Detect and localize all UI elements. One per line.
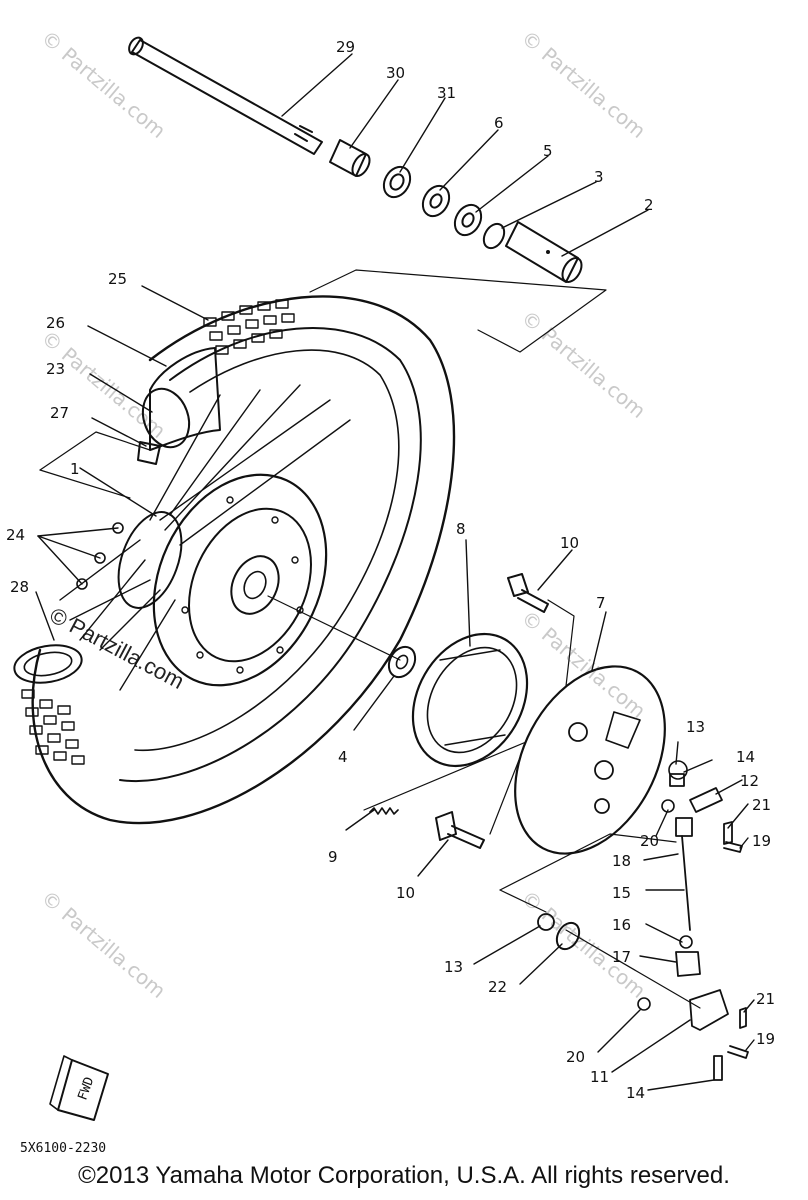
camshaft-part (435, 811, 485, 849)
callout-1: 1 (70, 460, 80, 478)
callout-9: 9 (328, 848, 338, 866)
callout-3: 3 (594, 168, 604, 186)
callout-31: 31 (437, 84, 456, 102)
callout-10: 10 (396, 884, 415, 902)
brake-panel-part (514, 665, 666, 855)
fwd-symbol: FWD (49, 1055, 109, 1121)
callout-13: 13 (444, 958, 463, 976)
callout-15: 15 (612, 884, 631, 902)
callout-28: 28 (10, 578, 29, 596)
wheel-assembly (13, 295, 456, 825)
leader-lines (35, 53, 755, 1091)
callout-5: 5 (543, 142, 553, 160)
axle-part (128, 36, 323, 155)
callout-4: 4 (338, 748, 348, 766)
callout-20: 20 (566, 1048, 585, 1066)
watermark-prominent: © Partzilla.com (46, 602, 189, 694)
callout-2: 2 (644, 196, 654, 214)
spacer-hole (546, 250, 550, 254)
callout-17: 17 (612, 948, 631, 966)
callout-30: 30 (386, 64, 405, 82)
watermark: © Partzilla.com (517, 605, 651, 723)
spacer-part (505, 221, 583, 283)
bearing-part (453, 203, 483, 237)
watermark: © Partzilla.com (37, 25, 171, 143)
callout-22: 22 (488, 978, 507, 996)
bearing-part (387, 645, 417, 679)
callout-6: 6 (494, 114, 504, 132)
callout-24: 24 (6, 526, 25, 544)
watermark: © Partzilla.com (517, 25, 651, 143)
spacer-flange-part (482, 222, 506, 250)
callout-14: 14 (626, 1084, 645, 1102)
bearing-part (421, 184, 451, 218)
callout-25: 25 (108, 270, 127, 288)
washer-part (537, 913, 555, 931)
copyright-notice: ©2013 Yamaha Motor Corporation, U.S.A. A… (78, 1162, 730, 1189)
oil-seal-part (382, 165, 412, 199)
brake-shoe-part (411, 632, 529, 768)
reference-code: 5X6100-2230 (20, 1141, 106, 1156)
spokes (59, 384, 351, 691)
callout-20: 20 (640, 832, 659, 850)
watermark: © Partzilla.com (37, 885, 171, 1003)
callout-27: 27 (50, 404, 69, 422)
camshaft-part (507, 573, 549, 613)
wheel-hub (117, 473, 328, 687)
tire-tread (203, 299, 295, 355)
callout-13: 13 (686, 718, 705, 736)
watermark: © Partzilla.com (517, 305, 651, 423)
callout-18: 18 (612, 852, 631, 870)
callout-11: 11 (590, 1068, 609, 1086)
watermarks: © Partzilla.com © Partzilla.com © Partzi… (37, 25, 651, 1003)
callout-12: 12 (740, 772, 759, 790)
callout-29: 29 (336, 38, 355, 56)
fwd-label: FWD (75, 1075, 97, 1102)
callout-21: 21 (752, 796, 771, 814)
callout-19: 19 (756, 1030, 775, 1048)
callout-19: 19 (752, 832, 771, 850)
collar-part (329, 139, 371, 177)
callout-8: 8 (456, 520, 466, 538)
spring-part (369, 807, 399, 815)
callout-16: 16 (612, 916, 631, 934)
brake-linkage (637, 760, 749, 1081)
callout-14: 14 (736, 748, 755, 766)
callout-23: 23 (46, 360, 65, 378)
callout-7: 7 (596, 594, 606, 612)
callout-10: 10 (560, 534, 579, 552)
callouts: 29 30 31 6 5 3 2 25 26 23 27 1 24 28 8 1… (6, 38, 775, 1102)
seal-part (555, 921, 581, 951)
callout-21: 21 (756, 990, 775, 1008)
watermark: © Partzilla.com (517, 885, 651, 1003)
tire-tread (21, 689, 85, 765)
callout-26: 26 (46, 314, 65, 332)
